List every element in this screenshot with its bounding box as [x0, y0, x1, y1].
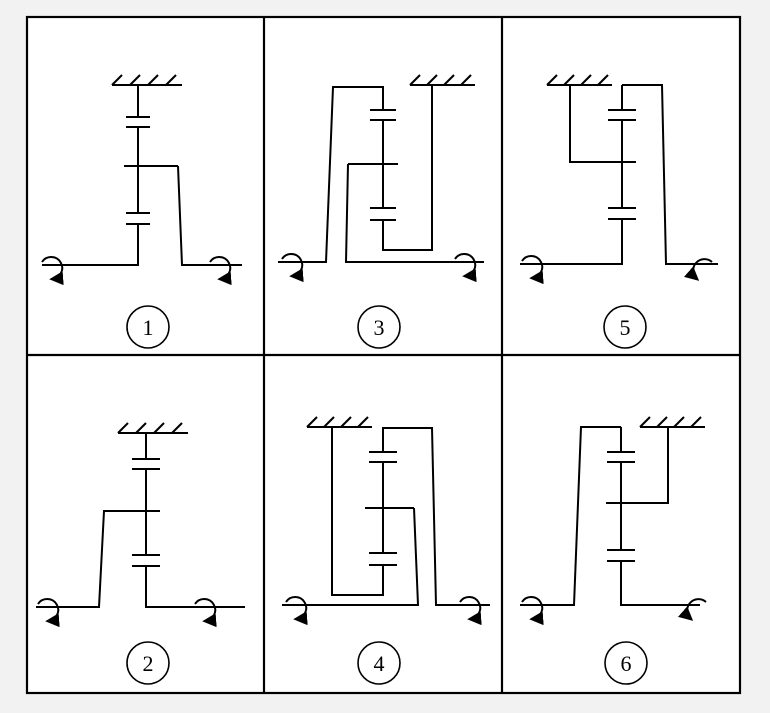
rotation-arrow-input — [281, 253, 304, 283]
gear-shaft — [36, 433, 245, 608]
panel-number: 3 — [374, 315, 385, 340]
panel-number: 1 — [143, 315, 154, 340]
rotation-arrow-input — [37, 598, 60, 628]
rotation-arrow-input — [285, 596, 308, 626]
ground-hatch — [409, 74, 475, 86]
panel-grid — [25, 15, 742, 695]
rotation-arrow-output — [677, 598, 707, 621]
rotation-arrow-input — [521, 255, 544, 285]
gear-shaft — [42, 85, 242, 266]
rotation-arrow-output — [459, 596, 482, 626]
rotation-arrow-input — [41, 256, 64, 286]
panel-2: 2 — [36, 422, 245, 685]
gear-shaft — [282, 427, 490, 606]
ground-hatch — [306, 416, 372, 428]
gear-shaft — [520, 84, 718, 265]
panel-number-circle — [603, 305, 647, 349]
panel-1: 1 — [41, 74, 242, 349]
gear-shaft — [520, 426, 700, 606]
rotation-arrow-input — [521, 596, 544, 626]
ground-hatch — [546, 74, 612, 86]
panel-5: 5 — [520, 74, 718, 349]
panel-number-circle — [604, 641, 648, 685]
panel-number-circle — [357, 641, 401, 685]
panel-3: 3 — [278, 74, 484, 349]
panel-number: 6 — [621, 651, 632, 676]
ground-hatch — [639, 416, 705, 428]
panel-number: 4 — [374, 651, 385, 676]
rotation-arrow-output — [209, 256, 232, 286]
panel-number-circle — [126, 641, 170, 685]
rotation-arrow-output — [454, 253, 477, 283]
ground-hatch — [117, 422, 188, 434]
rotation-arrow-output — [683, 258, 713, 281]
rotation-arrow-output — [194, 598, 217, 628]
ground-hatch — [111, 74, 182, 86]
panel-number-circle — [126, 305, 170, 349]
panel-number-circle — [357, 305, 401, 349]
panel-6: 6 — [520, 416, 707, 685]
panel-4: 4 — [282, 416, 490, 685]
panel-number: 2 — [143, 651, 154, 676]
panel-number: 5 — [620, 315, 631, 340]
gear-shaft — [278, 85, 484, 263]
